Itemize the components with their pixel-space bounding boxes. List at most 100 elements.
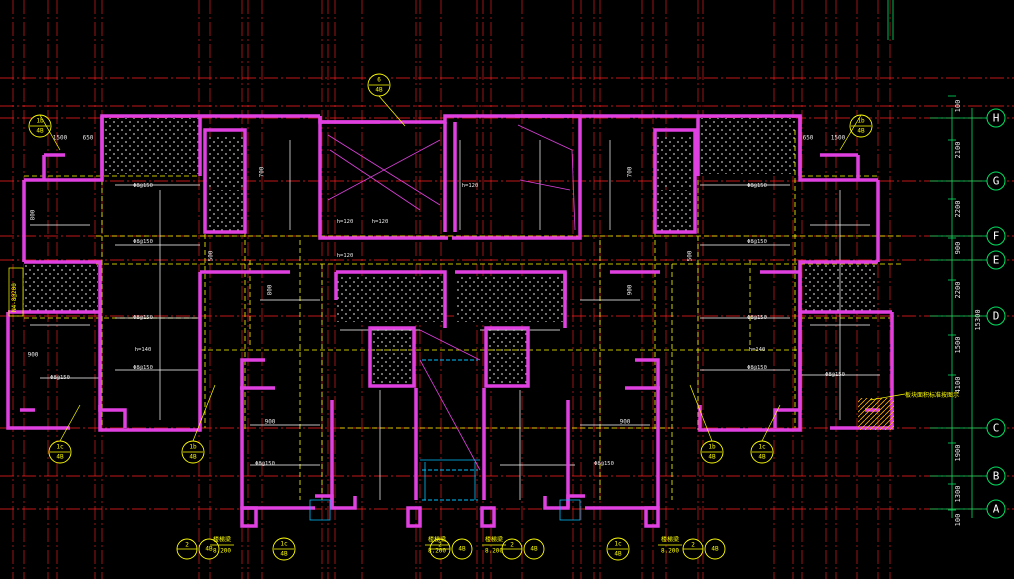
row-dimension: 1300: [954, 486, 962, 503]
row-dimension: 1500: [954, 337, 962, 354]
tag-leader: [689, 384, 713, 442]
grid-bubble-label-H: H: [993, 112, 1000, 125]
section-tag-top: 6: [377, 77, 381, 84]
section-tag-top: 1c: [56, 444, 64, 451]
rebar-label: Φ8@150: [255, 461, 275, 467]
shear-wall: [198, 270, 802, 405]
shear-wall: [315, 494, 585, 510]
shear-wall: [98, 405, 802, 428]
dimension-label: 700: [259, 166, 266, 177]
dimension-label: 900: [627, 284, 634, 295]
stair-lines: [309, 124, 581, 521]
section-tag-bottom: 4B: [56, 454, 64, 461]
rebar-label: Φ8@150: [747, 183, 767, 189]
grid-bubble-label-B: B: [993, 470, 1000, 483]
dimension-label: 900: [620, 419, 631, 426]
slab-hatch: [455, 276, 565, 322]
rebar-label: Φ8@150: [133, 365, 153, 371]
shear-wall: [203, 128, 697, 234]
slab-hatch: [207, 137, 245, 187]
grid-bubble-A: [986, 499, 1006, 519]
tag-leader: [378, 95, 406, 127]
shear-wall: [318, 116, 582, 240]
tag-circle: [704, 538, 726, 560]
row-dimension: 2200: [954, 282, 962, 299]
slab-hatch: [370, 328, 414, 386]
section-tag-top: 2: [691, 542, 695, 549]
section-tag-bottom: 4B: [36, 128, 44, 135]
slab-hatch: [207, 190, 245, 232]
section-tag-bottom: 4B: [205, 546, 213, 553]
grid-bubble-label-C: C: [993, 422, 1000, 435]
shear-walls: [6, 114, 894, 528]
elevation-title: 楼梯梁: [661, 536, 679, 544]
elevation-title: 楼梯梁: [213, 536, 231, 544]
rebar-label: Φ8@150: [747, 239, 767, 245]
tag-leader: [192, 384, 216, 442]
tag-leader: [39, 114, 61, 151]
slab-hatch: [698, 118, 796, 174]
section-tag-top: 1b: [857, 118, 865, 125]
dimension-label: 500: [687, 250, 694, 261]
grid-bubble-F: [986, 226, 1006, 246]
section-tag-top: 1b: [708, 444, 716, 451]
shear-wall: [6, 310, 202, 432]
row-dimension: 1900: [954, 445, 962, 462]
right-note-text: 板块面积标准按图示: [905, 391, 959, 399]
dimension-label: 500: [208, 250, 215, 261]
row-dimension: 4100: [954, 377, 962, 394]
slab-thickness: h=140: [749, 347, 766, 353]
dimension-label: 1500: [831, 135, 846, 142]
section-tag-top: 1c: [614, 541, 622, 548]
slab-hatch: [484, 328, 528, 386]
section-tag-bottom: 4B: [857, 128, 865, 135]
bay-dimension-label: 15300: [974, 309, 982, 330]
hidden-beam-lines: [24, 130, 904, 500]
rebar-label: Φ8@150: [747, 365, 767, 371]
dimension-label: 900: [28, 352, 39, 359]
rebar-label: Φ8@150: [133, 239, 153, 245]
section-tag-pair: 24B: [501, 538, 545, 560]
stair-rail: [420, 459, 480, 500]
shear-wall: [22, 180, 880, 262]
slab-thickness: h=140: [135, 347, 152, 353]
tag-circle: [523, 538, 545, 560]
rebar-label: Φ8@150: [133, 183, 153, 189]
grid-bubble-B: [986, 466, 1006, 486]
section-tag-top: 1c: [280, 541, 288, 548]
section-tag-bottom: 4B: [758, 454, 766, 461]
grid-bubble-label-A: A: [993, 503, 1000, 516]
grid-bubble-label-G: G: [993, 175, 1000, 188]
shear-wall: [320, 114, 580, 124]
hatched-slabs: [24, 118, 877, 386]
shear-wall: [414, 388, 486, 500]
dimension-label: 700: [627, 166, 634, 177]
section-tag-top: 1b: [189, 444, 197, 451]
shear-wall: [368, 326, 530, 388]
shear-wall: [406, 506, 496, 528]
stair-rail: [309, 499, 581, 521]
tag-circle: [451, 538, 473, 560]
grid-bubble-label-F: F: [993, 230, 1000, 243]
rebar-label: Φ8@150: [133, 315, 153, 321]
elevation-title: 楼梯梁: [485, 536, 503, 544]
stair-flight: [517, 124, 576, 231]
grid-bubble-C: [986, 418, 1006, 438]
row-dimension: 900: [954, 242, 962, 255]
section-tag-pair: 2 4B: [176, 538, 220, 560]
elevation-value: 8.200: [485, 548, 503, 555]
grid-bubble-H: [986, 108, 1006, 128]
slab-thickness: h=120: [462, 183, 479, 189]
section-tag-pair: 24B: [682, 538, 726, 560]
section-tag-bottom: 4B: [530, 546, 538, 553]
section-tag-bottom: 4B: [189, 454, 197, 461]
section-tag-top: 2: [185, 542, 189, 549]
elevation-title: 楼梯梁: [428, 536, 446, 544]
